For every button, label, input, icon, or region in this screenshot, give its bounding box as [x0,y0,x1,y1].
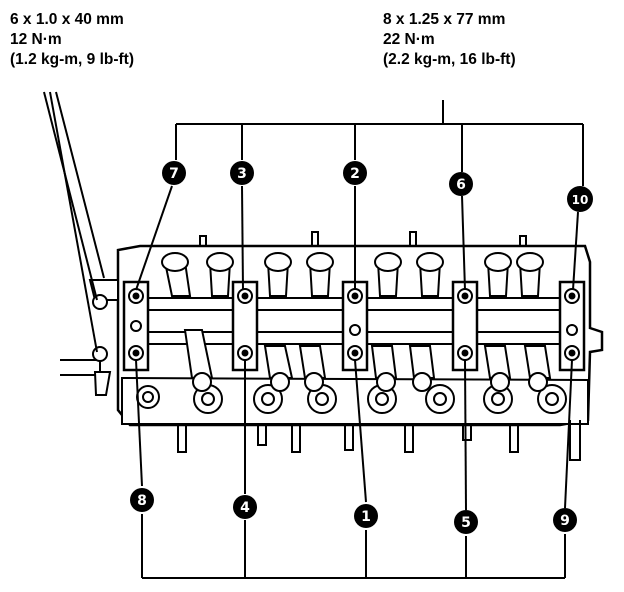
bearing-cap-bolts [128,288,580,361]
left-bolt-spec: 6 x 1.0 x 40 mm 12 N·m (1.2 kg-m, 9 lb-f… [10,10,134,70]
right-bolt-spec: 8 x 1.25 x 77 mm 22 N·m (2.2 kg-m, 16 lb… [383,10,516,70]
callout-4: 4 [233,495,257,519]
callout-7-label: 7 [169,166,179,182]
callout-10-label: 10 [572,193,589,207]
callout-4-label: 4 [240,500,250,516]
callout-10: 10 [567,186,593,212]
callout-1: 1 [354,504,378,528]
callout-1-label: 1 [361,509,371,525]
callout-7: 7 [162,161,186,185]
callout-8-label: 8 [137,493,147,509]
leader-lines [43,91,584,579]
camshaft-lobes [161,252,544,272]
callout-5: 5 [454,510,478,534]
left-bolt-torque: 12 N·m [10,31,62,48]
callout-6: 6 [449,172,473,196]
right-bolt-size: 8 x 1.25 x 77 mm [383,11,506,28]
callout-5-label: 5 [461,515,471,531]
left-bolt-torque-alt: (1.2 kg-m, 9 lb-ft) [10,51,135,68]
right-bolt-torque-alt: (2.2 kg-m, 16 lb-ft) [383,51,516,68]
callout-2-label: 2 [350,166,360,182]
left-bolt-size: 6 x 1.0 x 40 mm [10,11,124,28]
callout-6-label: 6 [456,177,466,193]
callout-3-label: 3 [237,166,247,182]
right-bolt-torque: 22 N·m [383,31,435,48]
callout-8: 8 [130,488,154,512]
callout-9-label: 9 [560,513,570,529]
callout-3: 3 [230,161,254,185]
callout-2: 2 [343,161,367,185]
callout-9: 9 [553,508,577,532]
